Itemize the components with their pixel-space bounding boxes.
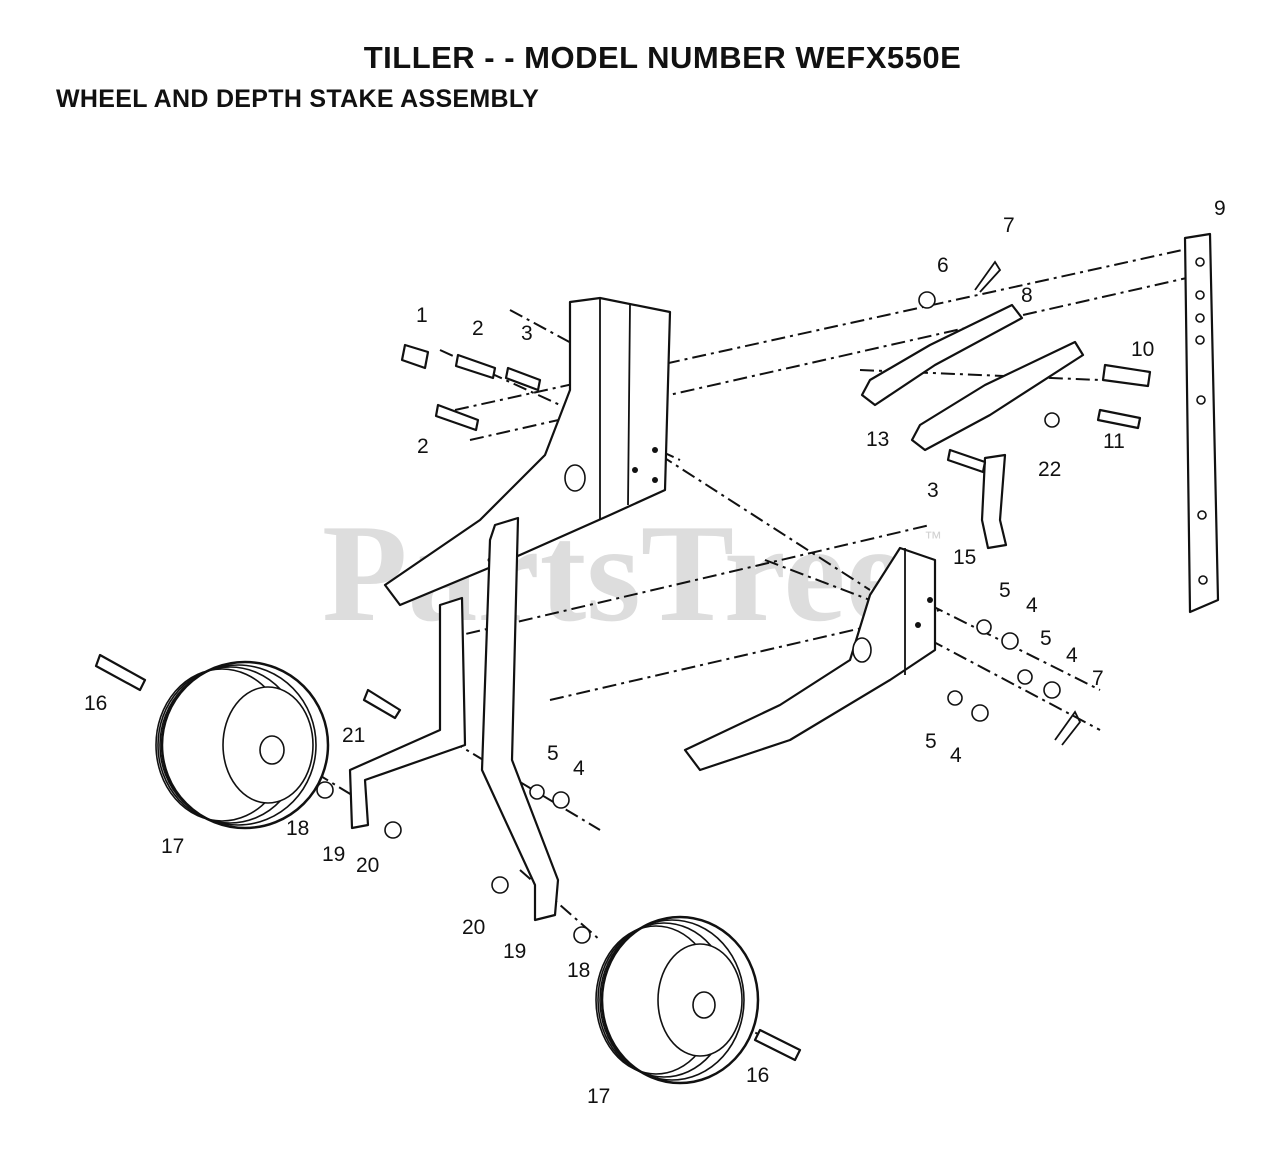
callout-label: 11 — [1103, 430, 1125, 453]
callout-label: 5 — [547, 742, 559, 765]
callout-label: 18 — [567, 959, 590, 982]
callout-label: 6 — [937, 254, 949, 277]
callout-label: 2 — [417, 435, 429, 458]
watermark-trademark: ™ — [924, 528, 942, 548]
callout-label: 5 — [925, 730, 937, 753]
callout-label: 10 — [1131, 338, 1154, 361]
callout-label: 19 — [503, 940, 526, 963]
callout-label: 22 — [1038, 458, 1061, 481]
callout-label: 19 — [322, 843, 345, 866]
callout-label: 5 — [1040, 627, 1052, 650]
callout-label: 4 — [1026, 594, 1038, 617]
right-wheel — [595, 915, 760, 1085]
left-wheel — [155, 660, 330, 830]
callout-label: 8 — [1021, 284, 1033, 307]
depth-stake-hardware — [860, 232, 1220, 614]
callout-label: 16 — [746, 1064, 769, 1087]
callout-label: 4 — [950, 744, 962, 767]
callout-label: 4 — [1066, 644, 1078, 667]
page-title: TILLER - - MODEL NUMBER WEFX550E — [363, 40, 962, 75]
callout-label: 15 — [953, 546, 976, 569]
callout-label: 5 — [999, 579, 1011, 602]
callout-label: 21 — [342, 724, 365, 747]
callout-label: 2 — [472, 317, 484, 340]
callout-label: 13 — [866, 428, 889, 451]
callout-label: 3 — [521, 322, 533, 345]
callout-label: 20 — [356, 854, 379, 877]
callout-label: 7 — [1092, 667, 1104, 690]
callout-label: 4 — [573, 757, 585, 780]
callout-label: 7 — [1003, 214, 1015, 237]
right-bracket — [683, 546, 937, 772]
callout-label: 1 — [416, 304, 428, 327]
callout-labels: 1 2 2 3 3 4 4 4 4 5 5 5 5 6 7 7 8 9 10 1… — [84, 197, 1226, 1108]
callout-label: 9 — [1214, 197, 1226, 220]
left-bracket — [383, 296, 672, 607]
callout-label: 16 — [84, 692, 107, 715]
wheel-brackets — [348, 516, 560, 922]
callout-label: 3 — [927, 479, 939, 502]
callout-label: 20 — [462, 916, 485, 939]
callout-label: 17 — [587, 1085, 610, 1108]
fasteners — [94, 260, 1152, 1062]
page-subtitle: WHEEL AND DEPTH STAKE ASSEMBLY — [56, 85, 540, 113]
callout-label: 17 — [161, 835, 184, 858]
callout-label: 18 — [286, 817, 309, 840]
